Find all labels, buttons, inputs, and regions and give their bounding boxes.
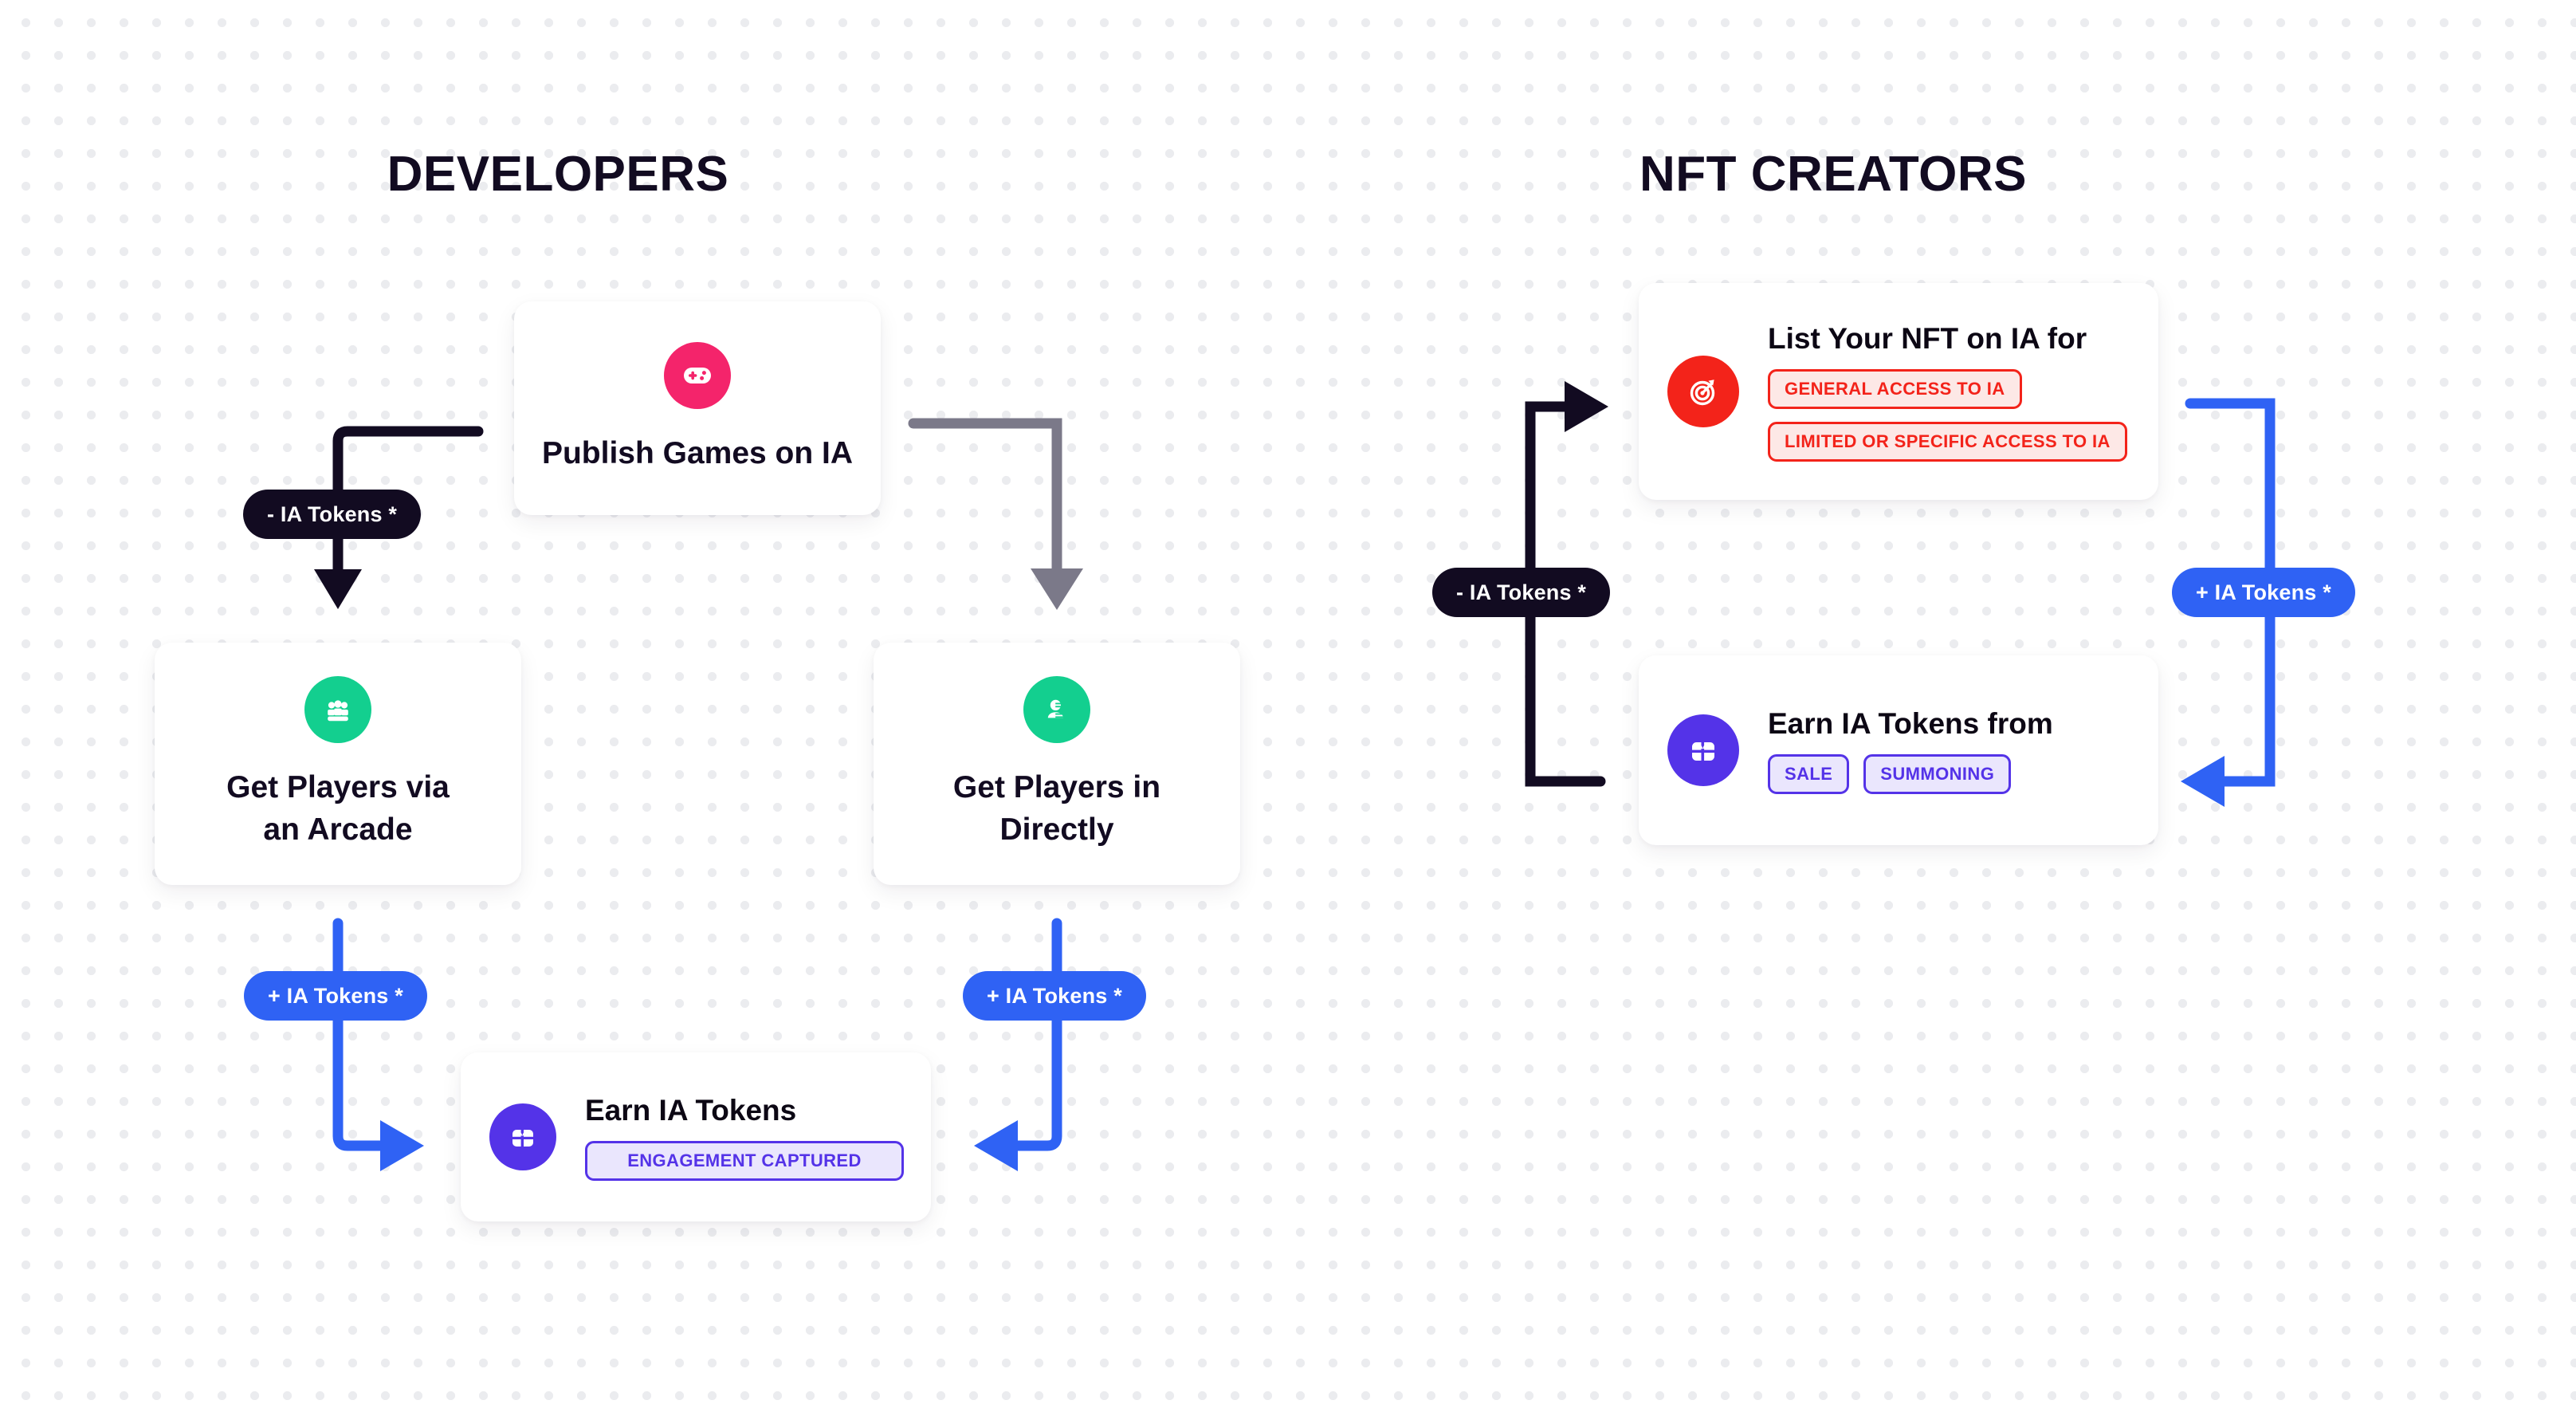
card-title-earn-tokens-developers: Earn IA Tokens xyxy=(585,1093,797,1127)
pill-nft-plus-tokens: + IA Tokens * xyxy=(2172,568,2355,617)
card-body-earn-tokens-developers: Earn IA Tokens ENGAGEMENT CAPTURED xyxy=(585,1093,904,1182)
badge-row-earn-tokens-developers: ENGAGEMENT CAPTURED xyxy=(585,1141,904,1182)
people-group-icon xyxy=(304,676,371,744)
column-title-developers: DEVELOPERS xyxy=(387,147,729,202)
card-list-nft[interactable]: List Your NFT on IA for GENERAL ACCESS T… xyxy=(1639,283,2158,500)
card-get-players-arcade[interactable]: Get Players via an Arcade xyxy=(155,643,521,885)
badge-sale[interactable]: SALE xyxy=(1768,754,1850,795)
pill-dev-plus-tokens-right: + IA Tokens * xyxy=(963,971,1146,1021)
badge-summoning[interactable]: SUMMONING xyxy=(1863,754,2012,795)
card-title-get-players-arcade: Get Players via an Arcade xyxy=(226,770,450,847)
card-title-publish-games: Publish Games on IA xyxy=(541,435,854,470)
badge-engagement-captured[interactable]: ENGAGEMENT CAPTURED xyxy=(585,1141,904,1182)
card-publish-games[interactable]: Publish Games on IA xyxy=(514,301,881,515)
gift-box-icon xyxy=(489,1103,556,1170)
connector-arcade-to-earn xyxy=(332,918,424,1171)
badge-row-earn-tokens-nft: SALE SUMMONING xyxy=(1768,754,2012,795)
badge-stack-list-nft: GENERAL ACCESS TO IA LIMITED OR SPECIFIC… xyxy=(1768,369,2127,462)
single-person-icon xyxy=(1023,676,1090,744)
connector-publish-to-directly xyxy=(908,418,1083,610)
gift-box-icon xyxy=(1667,714,1739,786)
pill-dev-minus-tokens: - IA Tokens * xyxy=(243,490,422,539)
target-arrow-icon xyxy=(1667,356,1739,427)
card-title-earn-tokens-nft: Earn IA Tokens from xyxy=(1768,706,2053,740)
badge-general-access[interactable]: GENERAL ACCESS TO IA xyxy=(1768,369,2022,410)
pill-nft-minus-tokens: - IA Tokens * xyxy=(1432,568,1611,617)
pill-dev-plus-tokens-left: + IA Tokens * xyxy=(244,971,427,1021)
badge-limited-specific-access[interactable]: LIMITED OR SPECIFIC ACCESS TO IA xyxy=(1768,422,2127,462)
card-earn-tokens-developers[interactable]: Earn IA Tokens ENGAGEMENT CAPTURED xyxy=(461,1052,931,1221)
card-title-list-nft: List Your NFT on IA for xyxy=(1768,321,2087,355)
connector-directly-to-earn xyxy=(974,918,1062,1171)
gamepad-icon xyxy=(664,341,731,409)
card-title-get-players-directly: Get Players in Directly xyxy=(952,770,1161,847)
column-title-nft-creators: NFT CREATORS xyxy=(1639,147,2027,202)
card-body-earn-tokens-nft: Earn IA Tokens from SALE SUMMONING xyxy=(1768,706,2053,795)
card-get-players-directly[interactable]: Get Players in Directly xyxy=(874,643,1240,885)
card-body-list-nft: List Your NFT on IA for GENERAL ACCESS T… xyxy=(1768,321,2127,462)
card-earn-tokens-nft[interactable]: Earn IA Tokens from SALE SUMMONING xyxy=(1639,655,2158,845)
